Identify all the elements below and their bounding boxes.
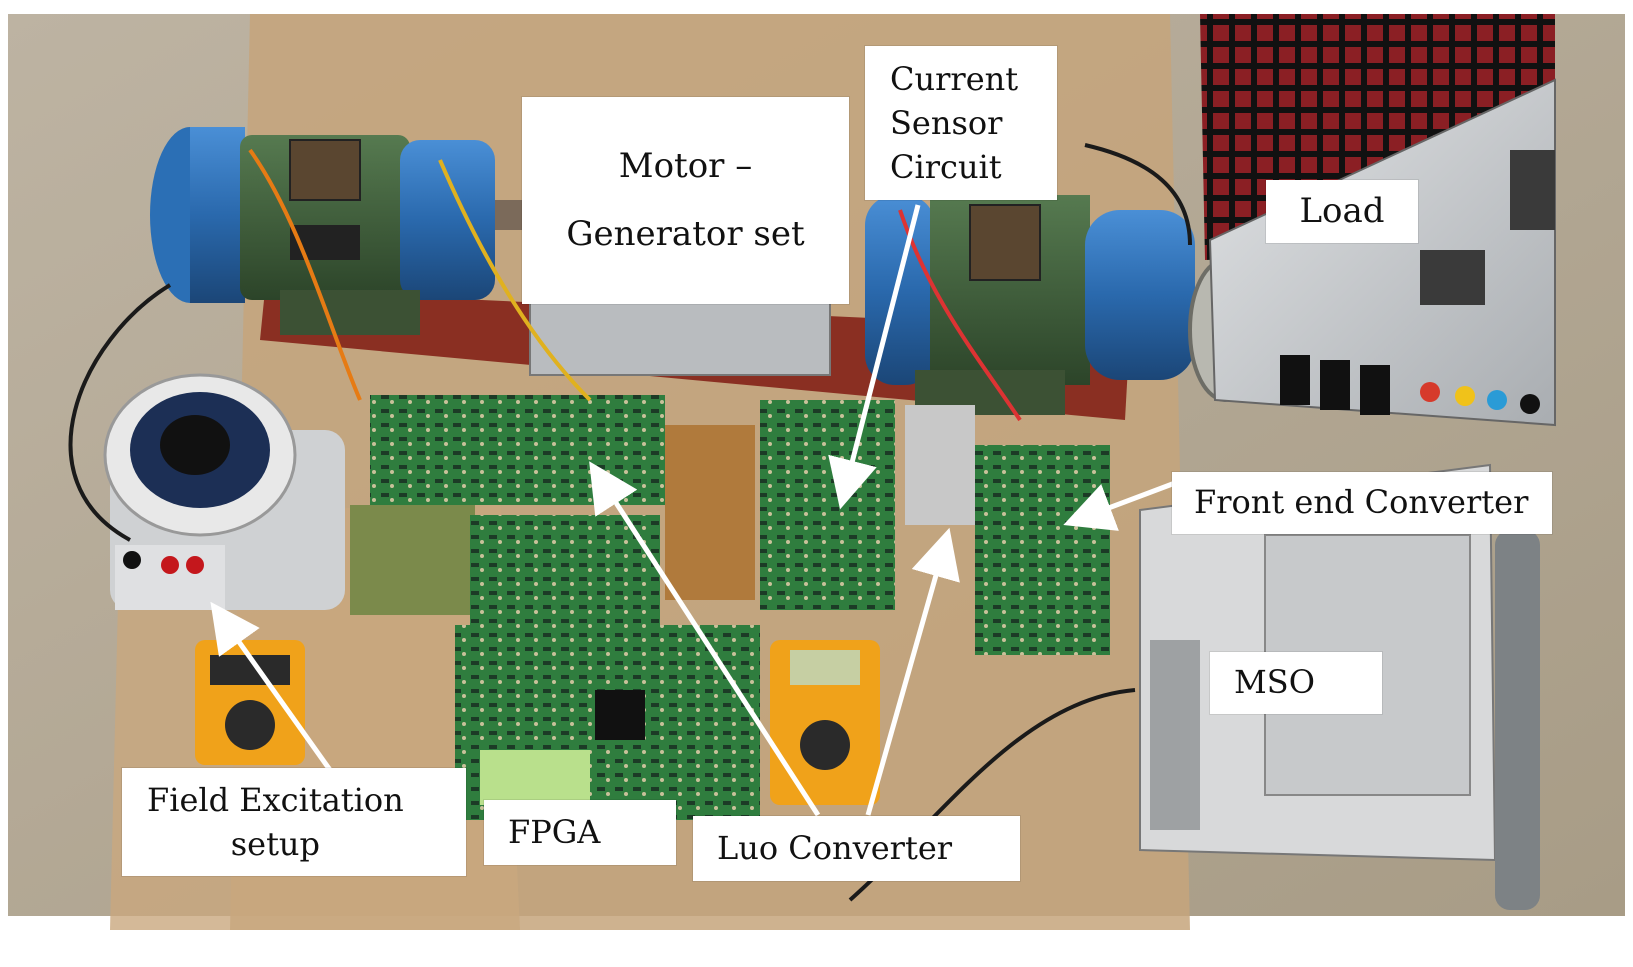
arrow-field-excitation <box>210 601 333 772</box>
label-motor-line2: Generator set <box>566 213 805 254</box>
label-field-line1: Field Excitation <box>147 780 404 819</box>
arrow-current-sensor <box>828 204 921 510</box>
label-fpga-text: FPGA <box>508 812 601 851</box>
label-motor-line1: Motor – <box>618 145 753 186</box>
label-front-end-text: Front end Converter <box>1194 483 1529 522</box>
label-motor-generator: Motor – Generator set <box>522 97 849 304</box>
motor-icon <box>150 127 535 335</box>
label-field-line2: setup <box>230 825 321 863</box>
label-current-line2: Sensor <box>890 103 1003 142</box>
label-front-end-converter: Front end Converter <box>1172 472 1552 534</box>
label-mso: MSO <box>1210 652 1382 714</box>
label-current-line3: Circuit <box>890 148 1002 187</box>
label-field-excitation: Field Excitation setup <box>122 768 466 876</box>
label-current-sensor: Current Sensor Circuit <box>865 46 1057 200</box>
label-load-text: Load <box>1299 190 1385 231</box>
label-luo-converter: Luo Converter <box>693 816 1020 881</box>
arrow-front-end <box>1063 480 1176 531</box>
multimeter-icon <box>195 640 880 805</box>
variac-icon <box>103 373 345 610</box>
arrow-luo-2 <box>865 527 960 816</box>
arrow-luo-1 <box>589 461 821 817</box>
pcb-boards <box>350 395 1110 820</box>
label-current-line1: Current <box>890 59 1019 98</box>
label-mso-text: MSO <box>1234 663 1315 702</box>
label-load: Load <box>1266 180 1418 243</box>
label-fpga: FPGA <box>484 800 676 865</box>
label-luo-text: Luo Converter <box>717 828 953 867</box>
annotation-arrows <box>210 204 1176 817</box>
